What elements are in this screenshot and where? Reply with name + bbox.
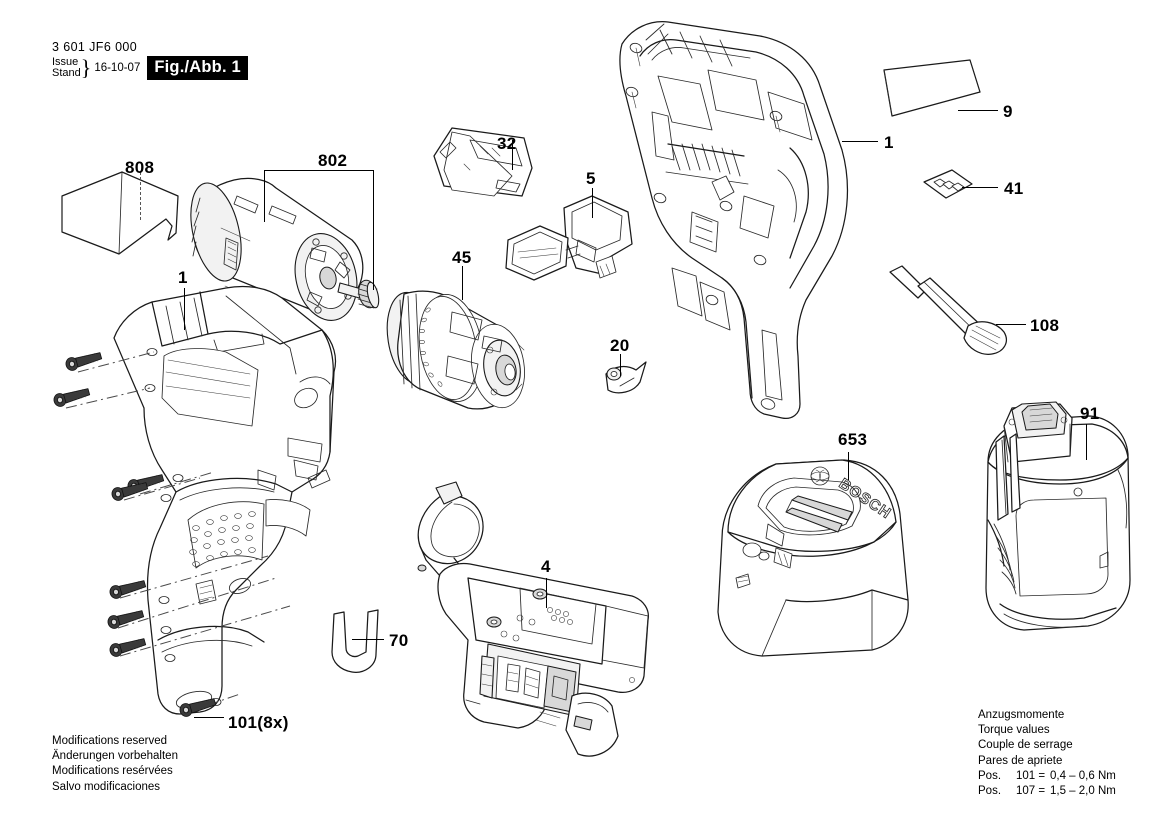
leader-802-bracket-left (264, 170, 266, 222)
leader-808 (140, 172, 141, 220)
torque-title-fr: Couple de serrage (978, 739, 1073, 752)
issue-label: Issue (52, 55, 79, 68)
brace-glyph: } (80, 55, 92, 81)
leader-653 (848, 452, 850, 480)
callout-housing-half-right: 1 (884, 133, 894, 152)
part-dc-motor-802 (190, 177, 380, 321)
callout-gearbox-assembly: 45 (452, 248, 472, 267)
motor-pinion-gear (357, 279, 380, 309)
part-battery-pack-91 (985, 401, 1131, 631)
callout-dc-motor: 802 (318, 151, 348, 170)
torque-pos-number: 107 = (1016, 784, 1046, 797)
battery-vent-fins (987, 519, 1017, 595)
torque-pos-label: Pos. (978, 784, 1002, 797)
leader-70 (352, 639, 384, 641)
part-nameplate-sticker-808 (61, 171, 179, 255)
callout-direction-switch: 5 (586, 169, 596, 188)
callout-retaining-clip: 70 (389, 631, 409, 650)
torque-pos-number: 101 = (1016, 769, 1046, 782)
header-block: 3 601 JF6 000 Issue Stand } 16-10-07 Fig… (52, 40, 248, 81)
torque-value: 0,4 – 0,6 Nm (1050, 769, 1116, 782)
leader-4 (546, 578, 548, 608)
battery-terminal-block (995, 401, 1073, 521)
issue-row: Issue Stand } 16-10-07 Fig./Abb. 1 (52, 55, 248, 81)
part-gearbox-assembly-45 (386, 290, 525, 410)
leader-802-bracket-top (264, 170, 374, 172)
torque-value: 1,5 – 2,0 Nm (1050, 784, 1116, 797)
part-screwdriver-bit-108 (889, 265, 1007, 355)
callout-battery-pack: 91 (1080, 404, 1100, 423)
stand-label: Stand (52, 67, 81, 80)
torque-title-es: Pares de apriete (978, 754, 1063, 767)
figure-badge: Fig./Abb. 1 (147, 56, 248, 81)
leader-1-left (184, 288, 186, 330)
part-battery-contact-cover-32 (433, 127, 533, 197)
notice-line-en: Modifications reserved (52, 735, 168, 747)
callout-battery-contact-cover: 32 (497, 134, 517, 153)
torque-title-de: Anzugsmomente (978, 709, 1065, 721)
part-belt-clip-lever-20 (605, 361, 647, 394)
catalog-number: 3 601 JF6 000 (52, 40, 138, 54)
torque-row: Pos. 101 = 0,4 – 0,6 Nm (978, 769, 1116, 784)
leader-91 (1086, 424, 1088, 460)
part-retaining-clip-70 (331, 609, 379, 673)
leader-1-right (842, 141, 878, 143)
part-housing-screws-101 (53, 352, 217, 717)
leader-9 (958, 110, 998, 112)
leader-41 (962, 187, 998, 189)
callout-electronics-switch-module: 4 (541, 557, 551, 576)
leader-108 (996, 324, 1026, 326)
callout-housing-half-left: 1 (178, 268, 188, 287)
torque-title-en: Torque values (978, 724, 1050, 737)
part-direction-switch-5 (505, 195, 633, 281)
issue-date: 16-10-07 (94, 61, 141, 74)
part-housing-half-left-1 (113, 285, 337, 715)
notice-line-fr: Modifications resérvées (52, 765, 173, 778)
part-battery-charger-653: BOSCH (717, 459, 909, 657)
issue-stand-labels: Issue Stand (52, 55, 81, 80)
callout-belt-clip-lever: 20 (610, 336, 630, 355)
callout-battery-charger: 653 (838, 430, 868, 449)
callout-screwdriver-bit: 108 (1030, 316, 1060, 335)
part-housing-half-right-1 (619, 21, 849, 420)
torque-row: Pos. 107 = 1,5 – 2,0 Nm (978, 784, 1116, 799)
torque-values-block: Anzugsmomente Torque values Couple de se… (978, 708, 1116, 799)
leader-20 (620, 354, 622, 376)
callout-rating-plate: 41 (1004, 179, 1024, 198)
callout-warning-label: 9 (1003, 102, 1013, 121)
torque-pos-label: Pos. (978, 769, 1002, 782)
part-rating-plate-41 (923, 169, 973, 199)
leader-32 (512, 140, 514, 170)
part-electronics-switch-module-4 (417, 481, 650, 757)
callout-housing-screws: 101(8x) (228, 713, 289, 732)
leader-5 (592, 188, 594, 218)
leader-45 (462, 266, 464, 300)
callout-nameplate-sticker: 808 (125, 158, 155, 177)
modifications-notice: Modifications reserved Änderungen vorbeh… (52, 734, 178, 795)
leader-802-bracket-right (373, 170, 375, 290)
leader-101 (194, 717, 224, 719)
notice-line-es: Salvo modificaciones (52, 780, 161, 793)
notice-line-de: Änderungen vorbehalten (52, 750, 178, 763)
part-warning-label-9 (883, 59, 981, 117)
